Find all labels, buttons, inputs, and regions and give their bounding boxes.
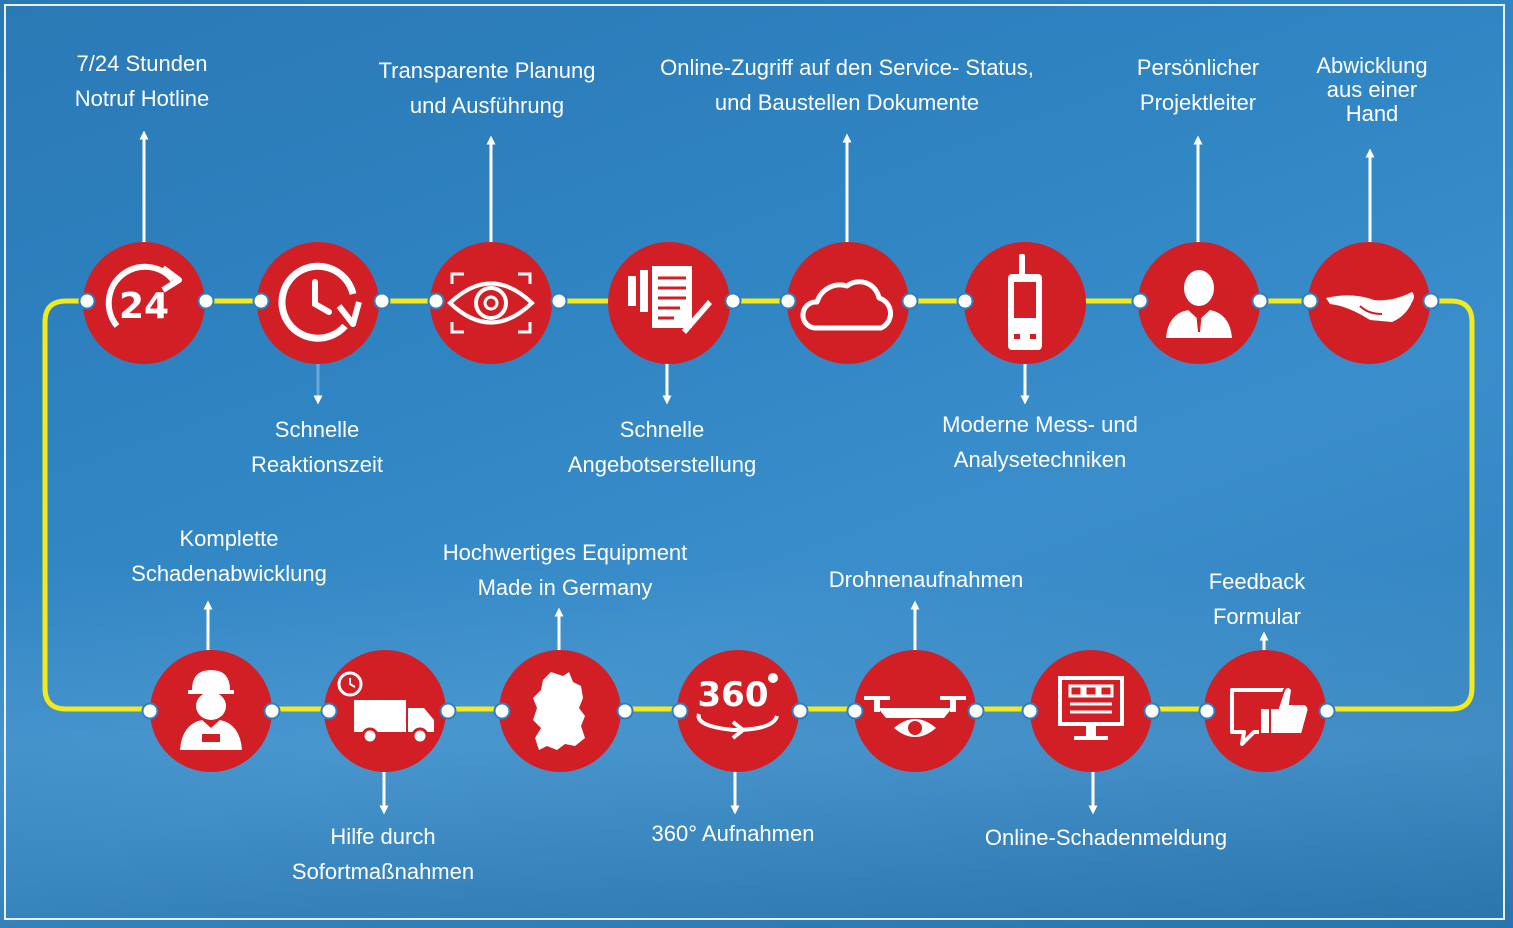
step-label: Feedback Formular	[1208, 569, 1306, 629]
24-hours-icon: 24	[105, 263, 182, 328]
step-label: 7/24 Stunden Notruf Hotline	[74, 51, 210, 111]
step-label: Hochwertiges Equipment Made in Germany	[442, 540, 688, 600]
connector-node	[1131, 292, 1149, 310]
connector-node	[493, 702, 511, 720]
connector-node	[252, 292, 270, 310]
step-label: Online-Schadenmeldung	[984, 825, 1228, 850]
connector-node	[1422, 292, 1440, 310]
cloud-icon	[800, 279, 893, 331]
connector-node	[671, 702, 689, 720]
step-label: Online-Zugriff auf den Service- Status, …	[660, 55, 1034, 115]
360-view-icon: 360	[696, 673, 779, 740]
connector-node	[791, 702, 809, 720]
measuring-device-icon	[1008, 254, 1042, 350]
step-circle	[964, 242, 1086, 364]
step-circle: 360	[677, 650, 799, 772]
step-circle: 24	[83, 242, 205, 364]
step-label: Transparente Planung und Ausführung	[378, 58, 596, 118]
connector-node	[1143, 702, 1161, 720]
connector-node	[1301, 292, 1319, 310]
step-circle	[257, 242, 379, 364]
connector-node	[78, 292, 96, 310]
connector-node	[550, 292, 568, 310]
step-circle	[854, 650, 976, 772]
connector-node	[141, 702, 159, 720]
clock-refresh-icon	[278, 262, 362, 342]
step-label: Drohnenaufnahmen	[828, 567, 1024, 592]
step-label: Abwicklung aus einer Hand	[1316, 53, 1428, 126]
step-circle	[150, 650, 272, 772]
connector-node	[427, 292, 445, 310]
worker-icon	[180, 670, 242, 750]
connector-node	[724, 292, 742, 310]
connector-node	[373, 292, 391, 310]
connector-node	[901, 292, 919, 310]
connector-node	[1198, 702, 1216, 720]
connector-node	[197, 292, 215, 310]
step-label: Hilfe durch Sofortmaßnahmen	[291, 824, 475, 884]
connector-node	[846, 702, 864, 720]
connector-node	[1318, 702, 1336, 720]
document-pen-icon	[628, 266, 712, 334]
step-label: Persönlicher Projektleiter	[1136, 55, 1260, 115]
connector-node	[1021, 702, 1039, 720]
step-circle	[787, 242, 909, 364]
360-text: 360	[698, 675, 769, 715]
step-circle	[1030, 650, 1152, 772]
connector-node	[956, 292, 974, 310]
step-label: Schnelle Angebotserstellung	[567, 417, 757, 477]
drone-eye-icon	[864, 696, 966, 737]
step-circle	[608, 242, 730, 364]
step-label: Komplette Schadenabwicklung	[131, 526, 327, 586]
connector-node	[779, 292, 797, 310]
step-circle	[430, 242, 552, 364]
step-circle	[1204, 650, 1326, 772]
outer-frame	[4, 4, 1505, 920]
eye-scan-icon	[447, 272, 535, 334]
delivery-truck-icon	[337, 671, 434, 745]
step-circle	[324, 650, 446, 772]
step-label: Schnelle Reaktionszeit	[250, 417, 384, 477]
feedback-thumbs-up-icon	[1230, 686, 1310, 746]
step-circle	[1138, 242, 1260, 364]
hand-icon	[1326, 292, 1414, 322]
step-circle	[1308, 242, 1430, 364]
step-label: 360° Aufnahmen	[651, 821, 815, 846]
computer-monitor-icon	[1058, 676, 1124, 740]
connector-node	[439, 702, 457, 720]
step-label: Moderne Mess- und Analysetechniken	[942, 412, 1138, 472]
germany-map-icon	[533, 672, 585, 750]
manager-icon	[1166, 270, 1232, 338]
24-text: 24	[119, 286, 169, 327]
connector-node	[320, 702, 338, 720]
connector-node	[263, 702, 281, 720]
connector-node	[967, 702, 985, 720]
step-circle	[499, 650, 621, 772]
connector-node	[1251, 292, 1269, 310]
connector-node	[616, 702, 634, 720]
